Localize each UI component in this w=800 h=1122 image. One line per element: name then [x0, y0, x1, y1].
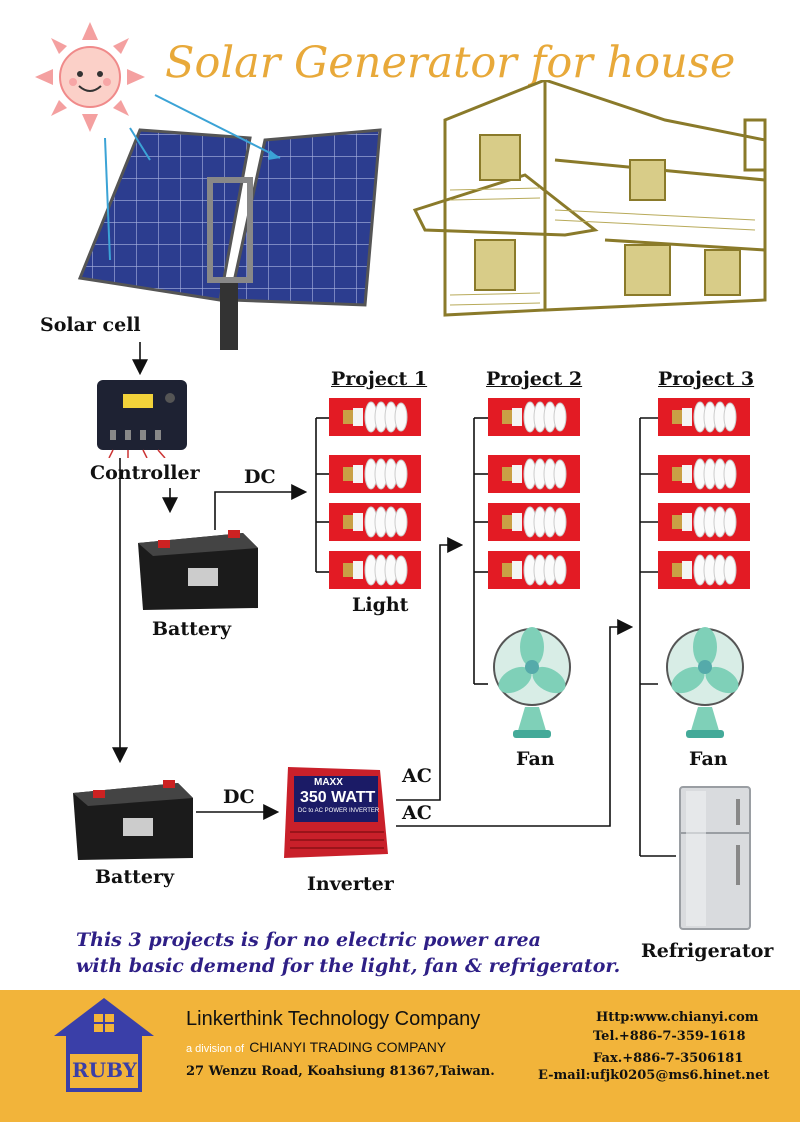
inverter-description: DC to AC POWER INVERTER — [298, 808, 380, 814]
ruby-logo-icon — [54, 998, 154, 1092]
refrigerator-label: Refrigerator — [641, 940, 774, 962]
fan-2-image — [493, 627, 571, 738]
inverter-brand: MAXX — [314, 777, 343, 788]
logo-text: RUBY — [72, 1058, 137, 1082]
project-2-header: Project 2 — [486, 368, 583, 390]
inverter-image: MAXX 350 WATT DC to AC POWER INVERTER — [280, 762, 390, 862]
project-3-header: Project 3 — [658, 368, 755, 390]
project-1-header: Project 1 — [331, 368, 428, 390]
inverter-wattage: 350 WATT — [300, 789, 376, 806]
light-label: Light — [352, 594, 409, 616]
note-line-1: This 3 projects is for no electric power… — [76, 929, 541, 951]
division-line: a division of CHIANYI TRADING COMPANY — [186, 1037, 446, 1056]
fan-2-label: Fan — [516, 748, 555, 770]
sun-icon — [35, 22, 145, 132]
battery-bottom-label: Battery — [95, 866, 175, 888]
solar-panel-image — [77, 94, 382, 350]
fan-3-label: Fan — [689, 748, 728, 770]
ac-top-label: AC — [402, 765, 432, 787]
website-link[interactable]: Http:www.chianyi.com — [596, 1010, 759, 1025]
connector-lines — [112, 342, 676, 857]
dc-top-label: DC — [244, 466, 276, 488]
solar-cell-label: Solar cell — [40, 314, 141, 336]
company-name: Linkerthink Technology Company — [186, 1008, 481, 1030]
dc-bottom-label: DC — [223, 786, 255, 808]
controller-label: Controller — [90, 462, 200, 484]
controller-image — [97, 380, 187, 458]
fax-number: Fax.+886-7-3506181 — [593, 1051, 744, 1066]
ac-bottom-label: AC — [402, 802, 432, 824]
note-line-2: with basic demend for the light, fan & r… — [76, 955, 621, 977]
refrigerator-image — [679, 786, 751, 930]
battery-bottom-image — [73, 780, 193, 860]
page-title: Solar Generator for house — [165, 38, 736, 88]
battery-top-image — [138, 530, 258, 610]
battery-top-label: Battery — [152, 618, 232, 640]
division-prefix: a division of — [186, 1043, 245, 1055]
division-name: CHIANYI TRADING COMPANY — [249, 1039, 447, 1055]
inverter-label: Inverter — [307, 873, 394, 895]
company-address: 27 Wenzu Road, Koahsiung 81367,Taiwan. — [186, 1064, 495, 1079]
phone-number: Tel.+886-7-359-1618 — [593, 1029, 746, 1044]
fan-3-image — [666, 627, 744, 738]
email-link[interactable]: E-mail:ufjk0205@ms6.hinet.net — [538, 1068, 770, 1083]
house-sketch-image — [412, 80, 767, 317]
footer-bar: RUBY Linkerthink Technology Company a di… — [0, 990, 800, 1122]
